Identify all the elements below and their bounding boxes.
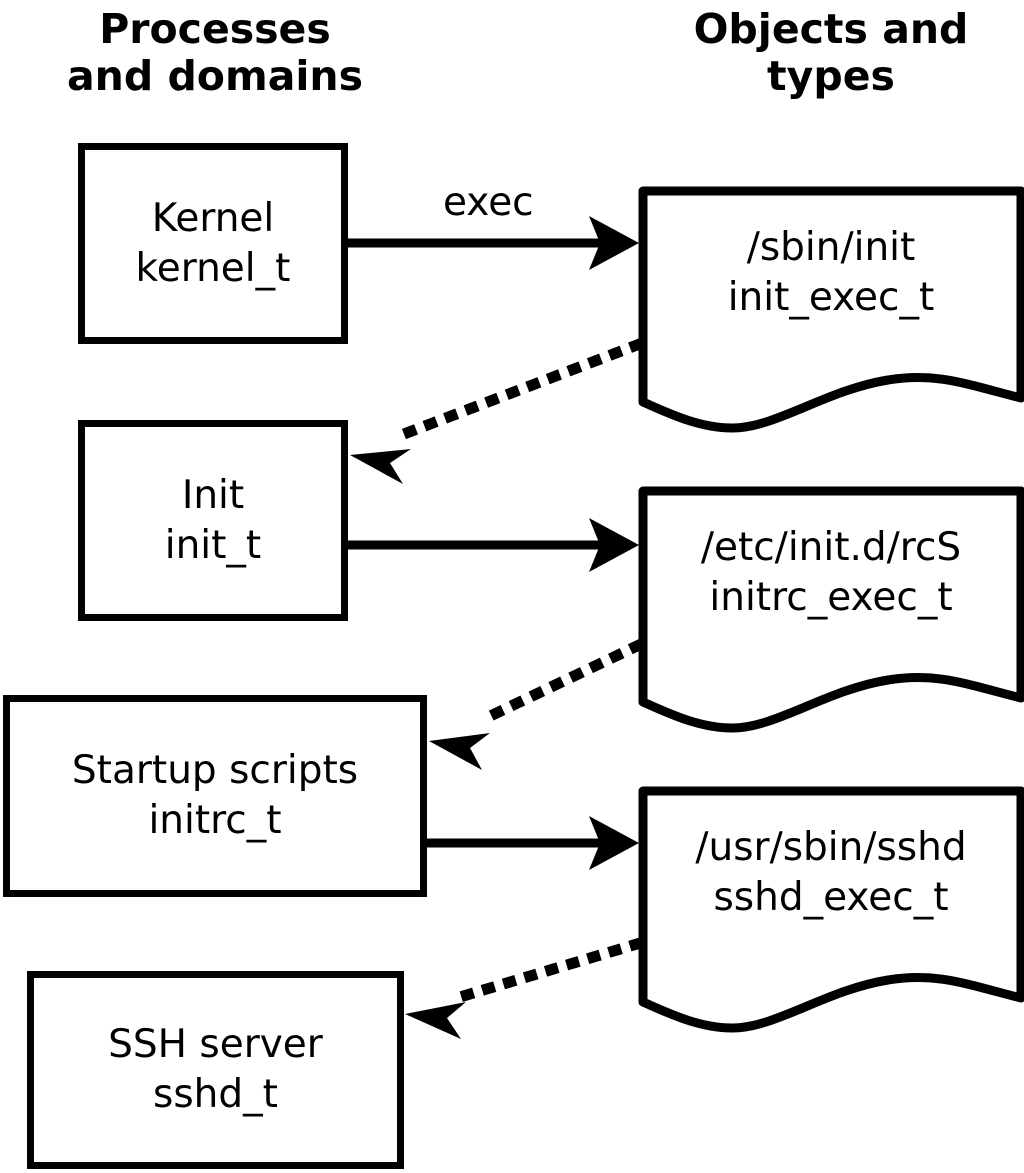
object-doc-init-exec-label: /sbin/init init_exec_t (727, 225, 935, 320)
object-doc-initrc-exec-label: /etc/init.d/rcS initrc_exec_t (700, 525, 962, 620)
object-doc-sshd-exec-label: /usr/sbin/sshd sshd_exec_t (695, 825, 967, 920)
process-box-startup-scripts-label: Startup scripts initrc_t (71, 748, 359, 843)
process-box-kernel[interactable]: Kernel kernel_t (78, 143, 348, 344)
process-box-ssh-server[interactable]: SSH server sshd_t (27, 971, 404, 1169)
edge-transition-init (350, 337, 645, 484)
edge-exec-init-initrc (348, 518, 639, 572)
process-box-init-label: Init init_t (164, 472, 262, 568)
process-box-ssh-server-label: SSH server sshd_t (108, 1022, 323, 1117)
process-box-startup-scripts[interactable]: Startup scripts initrc_t (3, 695, 427, 897)
edge-label-exec: exec (443, 180, 534, 225)
column-header-processes: Processes and domains (66, 5, 364, 100)
column-header-objects: Objects and types (693, 5, 969, 100)
process-box-kernel-label: Kernel kernel_t (135, 195, 291, 291)
object-doc-sshd-exec[interactable] (636, 784, 1024, 1036)
edge-exec-initrc-sshd (427, 816, 639, 870)
edge-transition-initrc (429, 638, 645, 770)
object-doc-init-exec[interactable] (636, 184, 1024, 436)
edge-transition-sshd (405, 937, 644, 1039)
process-box-init[interactable]: Init init_t (78, 420, 348, 621)
object-doc-initrc-exec[interactable] (636, 484, 1024, 736)
